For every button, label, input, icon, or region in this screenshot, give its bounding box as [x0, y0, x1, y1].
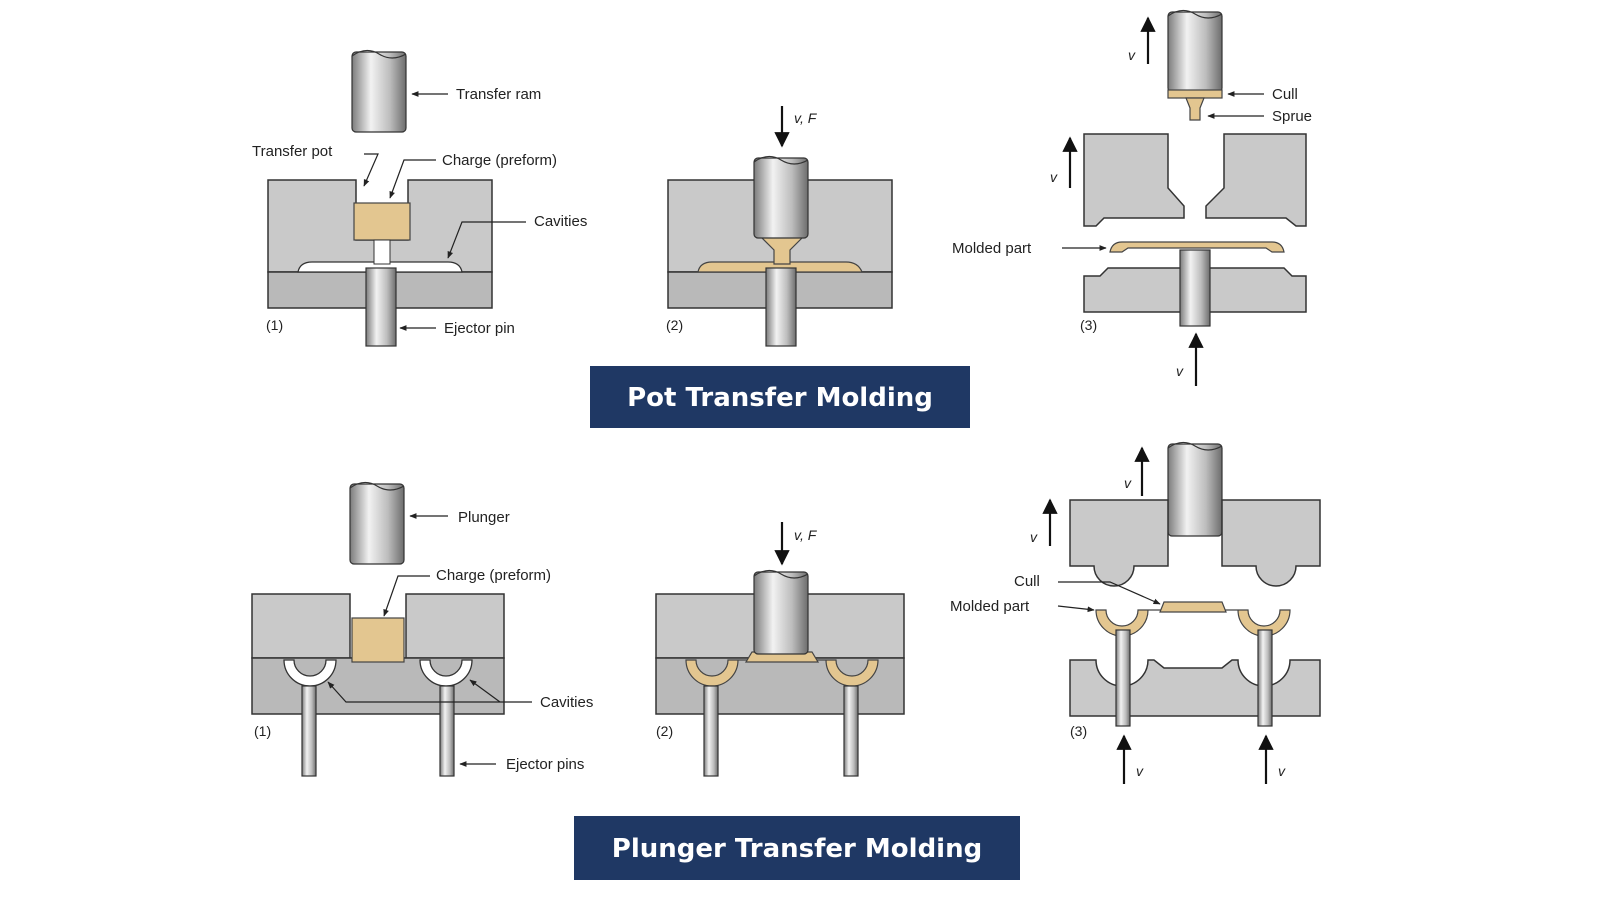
molded-part — [1109, 241, 1285, 253]
ejector-pin — [365, 267, 397, 347]
pot-step-3-ejector-pin — [1179, 249, 1211, 327]
plunger-step-2-plunger — [753, 569, 809, 655]
plunger — [349, 481, 405, 565]
pot-step-3-mold-upper-right — [1205, 133, 1307, 227]
pot-step-3-number: (3) — [1080, 317, 1097, 333]
charge-label: Charge (preform) — [442, 152, 557, 169]
pot-transfer-banner-text: Pot Transfer Molding — [627, 383, 933, 413]
molded-part-label: Molded part — [952, 240, 1032, 257]
plunger-step-2-number: (2) — [656, 723, 673, 739]
plunger-step-2-molded-part — [685, 659, 879, 687]
plunger-step-3-ejector-pin-right — [1257, 629, 1273, 727]
plunger-step-2-force-label: v, F — [794, 527, 818, 543]
plunger-step-3-mold-upper-right — [1221, 499, 1321, 587]
plunger-transfer-banner: Plunger Transfer Molding — [574, 816, 1020, 880]
pot-sprue-channel — [373, 239, 391, 265]
pot-step-2-force-label: v, F — [794, 110, 818, 126]
pot-step-3-mold-upper-left — [1083, 133, 1185, 227]
plunger-step-1-number: (1) — [254, 723, 271, 739]
plunger-step-3-cull — [1159, 601, 1227, 613]
plunger-charge-label: Charge (preform) — [436, 567, 551, 584]
plunger-ejector-pin-left — [301, 685, 317, 777]
plunger-step-3-mold-velocity: v — [1030, 529, 1038, 545]
pot-step-2-number: (2) — [666, 317, 683, 333]
plunger-transfer-banner-text: Plunger Transfer Molding — [612, 834, 982, 864]
transfer-pot-label: Transfer pot — [252, 143, 333, 160]
plunger-step-3: v v Cull Molded part (3) v v — [950, 441, 1321, 784]
pot-step-2: v, F (2) — [666, 106, 893, 347]
sprue — [1185, 97, 1205, 121]
plunger-step-3-mold-upper-left — [1069, 499, 1169, 587]
ejector-pin-label: Ejector pin — [444, 320, 515, 337]
plunger-cull-leader — [1058, 581, 1161, 605]
plunger-step-3-ejector-pin-left — [1115, 629, 1131, 727]
plunger-cavities-leader-right — [469, 679, 501, 703]
pot-transfer-section: Transfer ram Transfer pot Charge (prefor… — [252, 9, 1312, 428]
plunger-cavities-label: Cavities — [540, 694, 593, 711]
plunger-step-3-plunger — [1167, 441, 1223, 537]
sprue-label: Sprue — [1272, 108, 1312, 125]
pot-transfer-banner: Pot Transfer Molding — [590, 366, 970, 428]
pot-step-3: v Cull Sprue v Molded part (3) v — [952, 9, 1312, 386]
plunger-molded-part-leader — [1057, 605, 1095, 613]
cavities-leader — [447, 221, 526, 259]
pot-step-1-number: (1) — [266, 317, 283, 333]
plunger-charge-leader — [383, 575, 430, 617]
plunger-step-2-ejector-pin-left — [703, 685, 719, 777]
cull-label: Cull — [1272, 86, 1298, 103]
plunger-label: Plunger — [458, 509, 510, 526]
plunger-cavity-right — [419, 659, 473, 687]
plunger-transfer-section: Plunger Charge (preform) Cavities Ejecto… — [251, 441, 1321, 880]
pot-step-2-ram — [753, 155, 809, 239]
plunger-ejector-pins-label: Ejector pins — [506, 756, 584, 773]
charge-preform — [353, 202, 411, 241]
pot-step-2-ejector-pin — [765, 267, 797, 347]
cull — [1167, 89, 1223, 99]
plunger-step-3-molded-part — [1095, 609, 1291, 637]
pot-step-3-ram-velocity: v — [1128, 47, 1136, 63]
plunger-ejector-pin-right — [439, 685, 455, 777]
plunger-step-3-plunger-velocity: v — [1124, 475, 1132, 491]
pot-step-2-molded-charge — [697, 261, 863, 273]
plunger-step-3-number: (3) — [1070, 723, 1087, 739]
plunger-charge-preform — [351, 617, 405, 663]
plunger-step-2: v, F (2) — [655, 522, 905, 777]
plunger-molded-part-label: Molded part — [950, 598, 1030, 615]
pot-step-3-mold-velocity: v — [1050, 169, 1058, 185]
transfer-pot-leader — [363, 153, 379, 187]
pot-step-3-pin-velocity: v — [1176, 363, 1184, 379]
plunger-step-1: Plunger Charge (preform) Cavities Ejecto… — [251, 481, 593, 777]
plunger-cull-label: Cull — [1014, 573, 1040, 590]
plunger-cavities-leader-left — [327, 681, 532, 703]
plunger-step-2-ejector-pin-right — [843, 685, 859, 777]
plunger-step-3-mold-lower — [1069, 659, 1321, 717]
charge-leader — [389, 159, 436, 199]
transfer-ram-label: Transfer ram — [456, 86, 541, 103]
cavities-label: Cavities — [534, 213, 587, 230]
transfer-ram — [351, 49, 407, 133]
pot-cavity — [297, 261, 463, 273]
pot-step-3-ram — [1167, 9, 1223, 93]
pot-step-1: Transfer ram Transfer pot Charge (prefor… — [252, 49, 587, 347]
plunger-step-3-pin-velocity-left: v — [1136, 763, 1144, 779]
plunger-cavity-left — [283, 659, 337, 687]
plunger-step-3-pin-velocity-right: v — [1278, 763, 1286, 779]
